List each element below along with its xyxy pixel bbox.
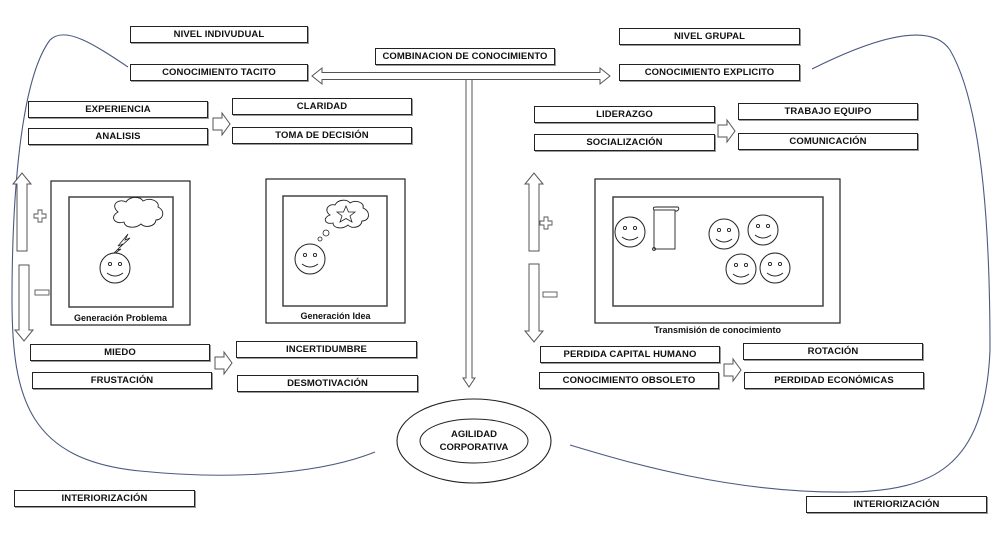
left-negative-output-box: DESMOTIVACIÓN — [237, 375, 418, 392]
right-footer-label: INTERIORIZACIÓN — [853, 499, 940, 510]
goal-line-1: AGILIDAD — [451, 429, 497, 440]
left-footer-label: INTERIORIZACIÓN — [61, 493, 148, 504]
right-output-box: COMUNICACIÓN — [738, 133, 918, 150]
panel-inner-frame — [612, 196, 824, 307]
left-negative-output-label: DESMOTIVACIÓN — [287, 378, 368, 389]
right-negative-flow-arrow — [723, 357, 742, 383]
right-input-label: SOCIALIZACIÓN — [586, 137, 663, 148]
right-plus-icon — [539, 216, 553, 230]
left-negative-input-label: FRUSTACIÓN — [90, 375, 154, 386]
left-plus-icon — [33, 209, 47, 223]
right-input-box: LIDERAZGO — [534, 106, 715, 123]
combination-label-box: COMBINACION DE CONOCIMIENTO — [375, 48, 555, 65]
right-negative-output-box: PERDIDAD ECONÓMICAS — [744, 372, 924, 389]
right-negative-output-box: ROTACIÓN — [743, 343, 923, 360]
left-negative-input-box: FRUSTACIÓN — [32, 372, 212, 389]
left-input-box: EXPERIENCIA — [28, 101, 208, 118]
left-input-box: ANALISIS — [28, 128, 208, 145]
left-input-label: EXPERIENCIA — [85, 104, 151, 115]
right-output-label: COMUNICACIÓN — [789, 136, 867, 147]
combination-label: COMBINACION DE CONOCIMIENTO — [382, 51, 548, 62]
right-minus-icon — [542, 291, 558, 298]
left-output-label: CLARIDAD — [296, 101, 348, 112]
left-output-box: CLARIDAD — [232, 98, 412, 115]
agilidad-inner-ellipse — [419, 418, 529, 464]
right-negative-input-box: PERDIDA CAPITAL HUMANO — [540, 346, 720, 363]
right-positive-flow-arrow — [717, 118, 736, 144]
smiley-face-icon — [614, 216, 646, 248]
thought-bubble-dot — [322, 229, 330, 237]
right-negative-output-label: ROTACIÓN — [807, 346, 859, 357]
smiley-face-icon — [747, 214, 779, 246]
right-output-box: TRABAJO EQUIPO — [738, 103, 918, 120]
right-up-arrow — [523, 172, 545, 252]
left-down-arrow — [13, 264, 35, 342]
scroll-icon — [652, 206, 680, 251]
left-level-box: NIVEL INDIVUDUAL — [130, 26, 308, 43]
explicit-knowledge-box: CONOCIMIENTO EXPLICITO — [619, 64, 800, 81]
left-level-label: NIVEL INDIVUDUAL — [173, 29, 265, 40]
left-up-arrow — [11, 172, 33, 252]
left-negative-input-box: MIEDO — [30, 344, 210, 361]
right-negative-input-label: PERDIDA CAPITAL HUMANO — [563, 349, 697, 360]
right-negative-input-label: CONOCIMIENTO OBSOLETO — [562, 375, 696, 386]
right-input-box: SOCIALIZACIÓN — [534, 134, 715, 151]
right-negative-input-box: CONOCIMIENTO OBSOLETO — [539, 372, 719, 389]
star-icon — [335, 204, 357, 223]
smiley-face-icon — [759, 252, 791, 284]
tacit-knowledge-label: CONOCIMIENTO TACITO — [162, 67, 276, 78]
goal-line-2: CORPORATIVA — [439, 442, 509, 453]
right-negative-output-label: PERDIDAD ECONÓMICAS — [774, 375, 894, 386]
explicit-knowledge-label: CONOCIMIENTO EXPLICITO — [644, 67, 775, 78]
lightning-bolt-icon — [110, 233, 131, 257]
agilidad-corporativa-label: AGILIDAD CORPORATIVA — [420, 428, 528, 454]
smiley-face-icon — [99, 252, 131, 284]
right-footer-box: INTERIORIZACIÓN — [806, 496, 987, 513]
panel-caption-problema: Generación Problema — [73, 313, 168, 323]
smiley-face-icon — [708, 218, 740, 250]
thought-bubble-dot — [317, 236, 323, 242]
thought-cloud-icon — [113, 196, 164, 228]
right-down-arrow — [523, 263, 545, 343]
right-level-box: NIVEL GRUPAL — [619, 28, 800, 45]
panel-caption-transmision: Transmisión de conocimiento — [653, 325, 782, 335]
left-negative-output-label: INCERTIDUMBRE — [286, 344, 367, 355]
combination-double-arrow — [311, 66, 611, 86]
left-output-box: TOMA DE DECISIÓN — [232, 127, 412, 144]
left-positive-flow-arrow — [212, 111, 231, 137]
left-input-label: ANALISIS — [95, 131, 141, 142]
tacit-knowledge-box: CONOCIMIENTO TACITO — [130, 64, 308, 81]
smiley-face-icon — [294, 243, 326, 275]
left-negative-input-label: MIEDO — [104, 347, 136, 358]
smiley-face-icon — [725, 253, 757, 285]
right-output-label: TRABAJO EQUIPO — [784, 106, 872, 117]
panel-caption-idea: Generación Idea — [300, 311, 371, 321]
left-minus-icon — [34, 289, 50, 296]
combination-down-arrow — [462, 79, 476, 388]
right-level-label: NIVEL GRUPAL — [673, 31, 746, 42]
left-negative-flow-arrow — [214, 350, 233, 376]
right-input-label: LIDERAZGO — [596, 109, 653, 120]
left-output-label: TOMA DE DECISIÓN — [275, 130, 369, 141]
right-interiorization-curve — [569, 34, 991, 493]
left-interiorization-curve — [11, 34, 376, 476]
left-footer-box: INTERIORIZACIÓN — [14, 490, 195, 507]
left-negative-output-box: INCERTIDUMBRE — [236, 341, 417, 358]
